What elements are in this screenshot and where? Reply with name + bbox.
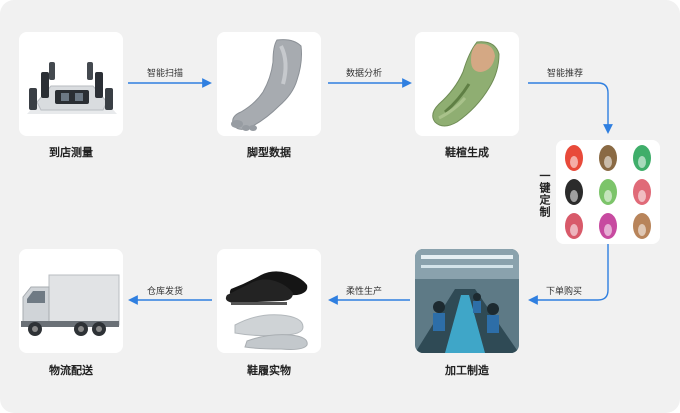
- edge-label-scan: 智能扫描: [147, 69, 184, 79]
- edge-label-order: 下单购买: [546, 287, 583, 297]
- step-delivery-label: 物流配送: [49, 364, 93, 377]
- step-shoes-tile: [217, 249, 321, 353]
- step-last-tile: [415, 32, 519, 136]
- arrow-catalog-to-factory: [528, 244, 609, 305]
- step-scan-tile: [19, 32, 123, 136]
- delivery-truck-image: [19, 249, 123, 353]
- step-catalog-tile: [556, 140, 660, 244]
- foot-scanner-image: [19, 32, 123, 136]
- edge-label-production: 柔性生产: [346, 287, 383, 297]
- step-delivery-tile: [19, 249, 123, 353]
- edge-label-recommend: 智能推荐: [547, 69, 584, 79]
- shoe-catalog-image: [556, 140, 660, 244]
- step-scan-label: 到店测量: [49, 146, 93, 159]
- step-data-label: 脚型数据: [247, 146, 291, 159]
- finished-shoes-image: [217, 249, 321, 353]
- edge-label-shipping: 仓库发货: [147, 287, 184, 297]
- arrow-last-to-catalog: [528, 82, 613, 134]
- factory-line-image: [415, 249, 519, 353]
- step-data-tile: [217, 32, 321, 136]
- step-shoes-label: 鞋履实物: [247, 364, 291, 377]
- step-catalog-label: 一键定制: [538, 170, 551, 218]
- step-last-label: 鞋楦生成: [445, 146, 489, 159]
- edge-label-analysis: 数据分析: [346, 69, 383, 79]
- 3d-foot-model-image: [217, 32, 321, 136]
- step-factory-tile: [415, 249, 519, 353]
- shoe-last-image: [415, 32, 519, 136]
- step-factory-label: 加工制造: [445, 364, 489, 377]
